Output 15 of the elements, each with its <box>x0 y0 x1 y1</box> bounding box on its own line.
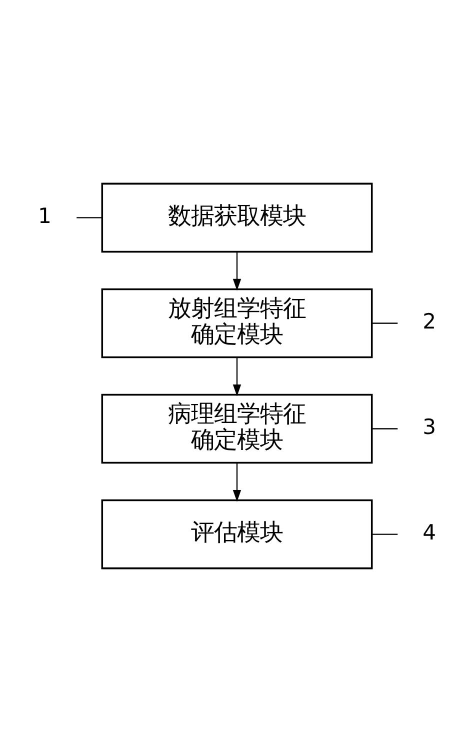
node-box: 评估模块 <box>101 499 373 570</box>
node-box: 病理组学特征确定模块 <box>101 394 373 464</box>
node-text: 3 <box>422 414 436 439</box>
node-box: 放射组学特征确定模块 <box>101 288 373 358</box>
node-text: 2 <box>422 308 436 334</box>
connector <box>372 534 398 535</box>
arrow <box>232 252 242 291</box>
connector <box>372 322 398 324</box>
arrow <box>232 463 242 502</box>
node-box: 数据获取模块 <box>101 182 373 253</box>
connector <box>372 428 398 430</box>
node-text: 1 <box>38 202 52 228</box>
arrow <box>232 358 242 396</box>
connector <box>76 217 102 218</box>
node-text: 4 <box>422 519 436 544</box>
